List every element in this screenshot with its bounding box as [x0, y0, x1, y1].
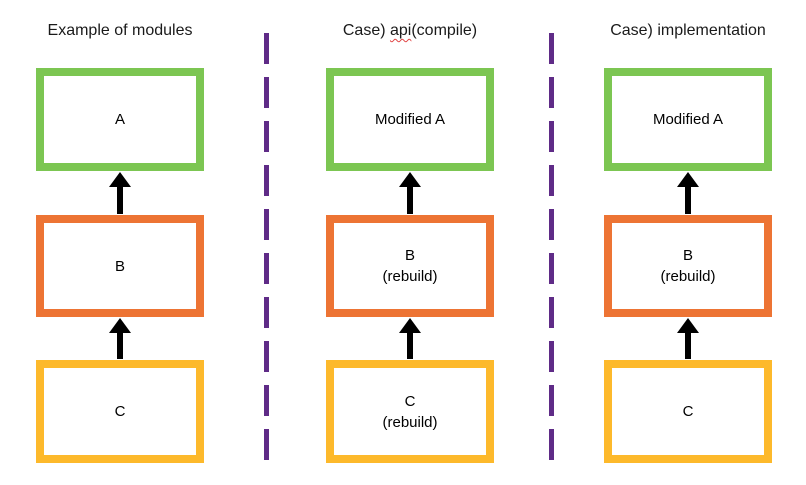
- misspelled-word-api: api: [389, 22, 412, 39]
- arrow-up-icon: [677, 318, 699, 333]
- module-label: C: [114, 403, 126, 420]
- module-box-modified-a: Modified A: [604, 68, 772, 171]
- arrow-up-icon: [109, 172, 131, 187]
- dependency-arrow-b-to-a: [399, 172, 421, 214]
- column-title-case-implementation: Case) implementation: [610, 22, 766, 39]
- module-label: C: [682, 403, 694, 420]
- arrow-up-icon: [399, 318, 421, 333]
- module-label: B: [404, 247, 415, 264]
- dashed-divider-right: [549, 33, 554, 462]
- module-sublabel: (rebuild): [660, 268, 716, 285]
- dependency-arrow-b-to-a: [677, 172, 699, 214]
- module-box-c-rebuild: C (rebuild): [326, 360, 494, 463]
- module-box-b: B: [36, 215, 204, 317]
- arrow-up-icon: [677, 172, 699, 187]
- arrow-shaft: [117, 187, 123, 214]
- title-text-prefix: Case): [342, 22, 390, 39]
- title-text-suffix: (compile): [411, 22, 478, 39]
- arrow-up-icon: [399, 172, 421, 187]
- module-box-b-rebuild: B (rebuild): [604, 215, 772, 317]
- dashed-divider-left: [264, 33, 269, 462]
- dependency-arrow-c-to-b: [399, 318, 421, 359]
- arrow-shaft: [685, 333, 691, 359]
- module-sublabel: (rebuild): [382, 413, 438, 431]
- module-box-b-rebuild: B (rebuild): [326, 215, 494, 317]
- column-title-example-of-modules: Example of modules: [47, 22, 193, 39]
- arrow-up-icon: [109, 318, 131, 333]
- module-label: B: [114, 257, 125, 275]
- module-box-modified-a: Modified A: [326, 68, 494, 171]
- module-box-a: A: [36, 68, 204, 171]
- module-sublabel: (rebuild): [382, 268, 438, 285]
- dependency-arrow-b-to-a: [109, 172, 131, 214]
- dependency-arrow-c-to-b: [677, 318, 699, 359]
- module-box-c: C: [604, 360, 772, 463]
- arrow-shaft: [407, 187, 413, 214]
- module-label: A: [114, 111, 125, 128]
- module-box-c: C: [36, 360, 204, 463]
- module-label: B: [682, 247, 693, 264]
- arrow-shaft: [407, 333, 413, 359]
- arrow-shaft: [117, 333, 123, 359]
- arrow-shaft: [685, 187, 691, 214]
- module-label: C: [404, 392, 416, 410]
- column-title-case-api-compile: Case) api(compile): [300, 21, 520, 41]
- module-label: Modified A: [374, 111, 446, 128]
- module-label: Modified A: [652, 111, 724, 128]
- dependency-arrow-c-to-b: [109, 318, 131, 359]
